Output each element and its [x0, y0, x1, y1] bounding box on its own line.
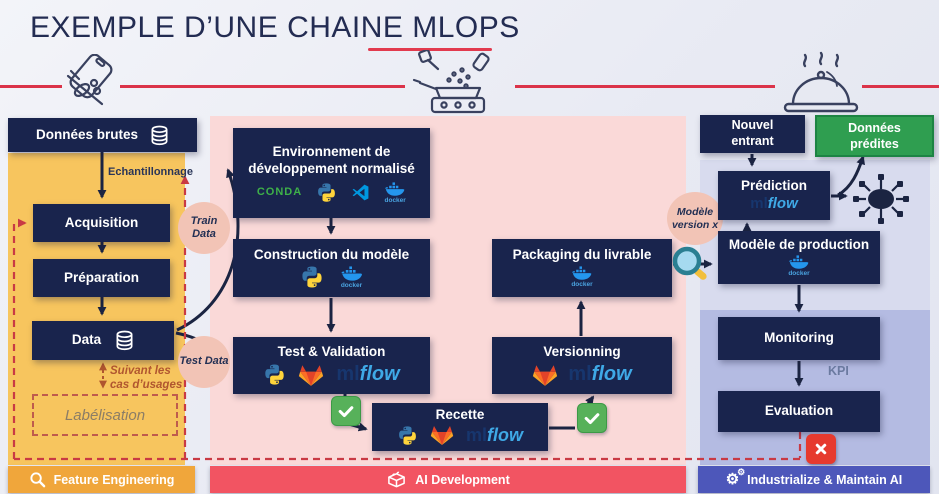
divider-line — [120, 85, 405, 88]
docker-logo: docker — [340, 266, 364, 290]
python-logo — [301, 266, 322, 288]
cloche-icon — [783, 51, 859, 113]
footer-feature-engineering-label: Feature Engineering — [53, 472, 175, 487]
footer-industrialize: ⚙⚙ Industrialize & Maintain AI — [698, 466, 930, 493]
footer-feature-engineering: Feature Engineering — [8, 466, 195, 493]
footer-industrialize-label: Industrialize & Maintain AI — [747, 472, 903, 487]
cooking-pan-icon — [412, 50, 490, 114]
box-versionning: Versionning mlflow — [492, 337, 672, 394]
box-test-validation: Test & Validation mlflow — [233, 337, 430, 394]
python-logo — [265, 364, 285, 385]
reject-x-icon — [806, 434, 836, 464]
box-data: Data — [32, 321, 174, 360]
mlflow-logo: mlflow — [750, 194, 798, 212]
title-underline — [368, 48, 492, 51]
mlflow-logo: mlflow — [336, 363, 400, 386]
divider-line — [862, 85, 939, 88]
kpi-label: KPI — [828, 364, 849, 378]
box-monitoring-label: Monitoring — [764, 330, 834, 346]
test-validation-logos: mlflow — [263, 362, 400, 387]
mlflow-logo: mlflow — [465, 425, 523, 446]
box-recette-label: Recette — [435, 407, 485, 423]
database-icon — [151, 125, 168, 145]
box-construction-label: Construction du modèle — [253, 246, 410, 262]
footer-ai-development-label: AI Development — [415, 472, 510, 487]
brick-icon — [388, 471, 406, 488]
box-acquisition: Acquisition — [33, 204, 170, 242]
suivant-cas-label: Suivant les cas d’usages — [110, 365, 183, 392]
versionning-logos: mlflow — [532, 362, 632, 387]
box-nouvel-entrant-label: Nouvel entrant — [731, 118, 774, 148]
box-donnees-brutes: Données brutes — [8, 118, 197, 152]
search-icon — [29, 472, 45, 488]
modele-version-badge: Modèle version x — [667, 192, 723, 245]
box-acquisition-label: Acquisition — [64, 214, 139, 230]
test-data-badge: Test Data — [178, 336, 230, 388]
box-evaluation: Evaluation — [718, 391, 880, 432]
box-donnees-brutes-label: Données brutes — [35, 126, 139, 142]
box-labelisation-label: Labélisation — [64, 406, 146, 424]
box-preparation-label: Préparation — [63, 269, 140, 285]
divider-line — [515, 85, 775, 88]
gitlab-logo — [299, 365, 324, 386]
mlflow-logo: mlflow — [568, 363, 632, 386]
train-data-badge: Train Data — [178, 202, 230, 254]
divider-line — [0, 85, 62, 88]
check-icon — [331, 396, 361, 426]
box-packaging-label: Packaging du livrable — [512, 247, 652, 263]
box-data-label: Data — [71, 332, 102, 348]
cutting-board-icon — [66, 54, 113, 106]
conda-logo: CONDA — [256, 186, 303, 198]
box-nouvel-entrant: Nouvel entrant — [700, 115, 805, 153]
box-environnement-label: Environnement de développement normalisé — [248, 143, 415, 176]
gitlab-logo — [430, 426, 454, 446]
box-donnees-predites-label: Données prédites — [848, 120, 901, 151]
box-donnees-predites: Données prédites — [815, 115, 934, 157]
box-construction: Construction du modèle docker — [233, 239, 430, 297]
neural-network-icon — [853, 174, 909, 224]
box-test-validation-label: Test & Validation — [277, 343, 386, 359]
python-logo — [399, 426, 416, 445]
vscode-logo — [352, 184, 369, 201]
box-modele-production-label: Modèle de production — [728, 237, 870, 253]
feedback-to-acquisition — [12, 218, 27, 459]
environnement-logos: CONDA docker — [257, 182, 406, 205]
database-icon — [116, 330, 133, 351]
box-prediction: Prédiction mlflow — [718, 171, 830, 220]
footer-ai-development: AI Development — [210, 466, 686, 493]
recette-logos: mlflow — [397, 424, 523, 447]
construction-logos: docker — [300, 265, 364, 289]
box-modele-production: Modèle de production docker — [718, 231, 880, 284]
python-logo — [318, 183, 336, 203]
page-title: EXEMPLE D’UNE CHAINE MLOPS — [30, 11, 520, 44]
box-prediction-label: Prédiction — [740, 177, 807, 193]
box-versionning-label: Versionning — [543, 343, 621, 359]
docker-logo: docker — [384, 182, 406, 205]
gears-icon: ⚙⚙ — [725, 467, 746, 488]
box-monitoring: Monitoring — [718, 317, 880, 360]
box-packaging: Packaging du livrable docker — [492, 239, 672, 297]
arrow-check-versionning — [585, 395, 595, 406]
box-labelisation: Labélisation — [32, 394, 178, 436]
gitlab-logo — [533, 365, 558, 386]
docker-logo: docker — [571, 266, 593, 289]
check-icon — [577, 403, 607, 433]
box-evaluation-label: Evaluation — [764, 403, 834, 419]
box-recette: Recette mlflow — [372, 403, 548, 451]
docker-logo: docker — [788, 255, 810, 278]
box-preparation: Préparation — [33, 259, 170, 297]
echantillonnage-label: Echantillonnage — [108, 166, 193, 178]
magnifier-icon — [672, 246, 707, 280]
box-environnement: Environnement de développement normalisé… — [233, 128, 430, 218]
curve-prediction-predites — [837, 155, 865, 197]
